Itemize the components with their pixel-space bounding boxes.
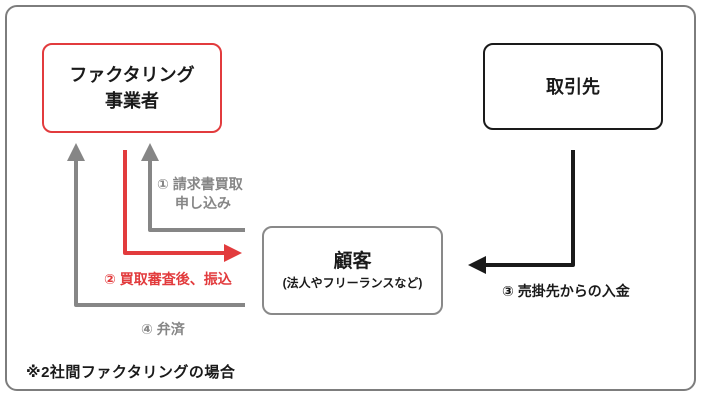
factoring-company-label-line1: ファクタリング — [69, 65, 195, 85]
customer-title: 顧客 — [333, 251, 372, 272]
application-arrow-label-line2: 申し込み — [175, 195, 231, 211]
client-box: 取引先 — [483, 43, 663, 130]
repayment-arrow-label: ④ 弁済 — [141, 321, 185, 337]
application-arrow-label-line1: ① 請求書買取 — [157, 176, 243, 192]
customer-box: 顧客 (法人やフリーランスなど) — [262, 226, 443, 315]
customer-subtitle: (法人やフリーランスなど) — [282, 276, 423, 290]
deposit-arrow-label: ③ 売掛先からの入金 — [502, 283, 630, 299]
payment-arrow-label: ② 買取審査後、振込 — [104, 271, 232, 287]
diagram-footnote: ※2社間ファクタリングの場合 — [26, 364, 236, 381]
client-label: 取引先 — [546, 76, 600, 97]
factoring-company-box: ファクタリング 事業者 — [42, 43, 222, 133]
application-arrow-label: ① 請求書買取 申し込み — [157, 175, 243, 213]
factoring-company-label-line2: 事業者 — [105, 91, 159, 111]
diagram-outer-frame — [5, 5, 696, 391]
